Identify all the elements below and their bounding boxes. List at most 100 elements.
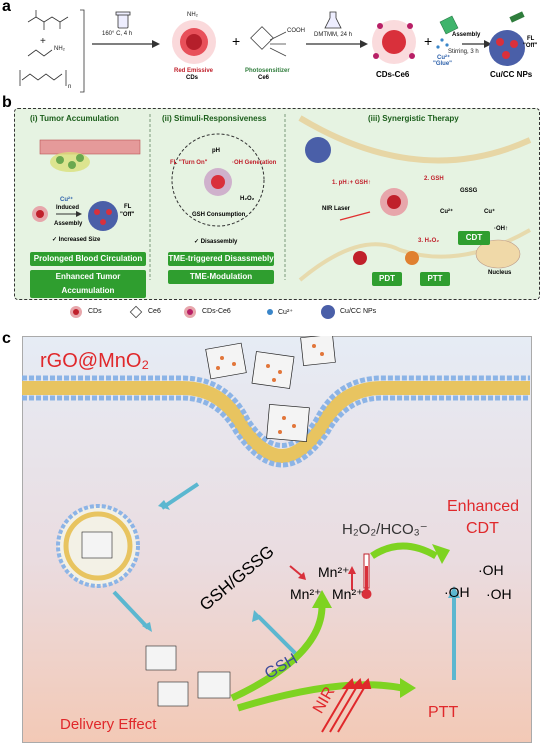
- cdt-label: CDT: [466, 520, 499, 537]
- h2o2-hco3-label: H₂O₂/HCO₃⁻: [342, 521, 428, 538]
- blood-vessel: [39, 139, 141, 172]
- panel-a-label: a: [2, 0, 11, 15]
- cds-ce6-name: CDs-Ce6: [376, 70, 410, 79]
- cu-cc-np-large-icon: [88, 201, 118, 231]
- box-prolonged-circulation: Prolonged Blood Circulation: [30, 252, 146, 266]
- free-rgo-sheets: [145, 645, 231, 707]
- fl-line1: FL: [527, 36, 535, 42]
- reagent-amine: NH₂: [54, 46, 65, 52]
- oh-label-3: ·OH: [486, 586, 512, 602]
- cds-nh2-label: NH₂: [187, 12, 198, 18]
- stimuli-h2o2: H₂O₂: [240, 196, 255, 202]
- box-enhanced-accumulation: Enhanced Tumor Accumulation: [30, 270, 146, 298]
- section-tumor-accumulation: (i) Tumor Accumulation: [30, 114, 119, 123]
- glue-line2: "Glue": [433, 61, 453, 67]
- green-arrows: [230, 542, 438, 712]
- cds-ce6-icon: [372, 20, 416, 64]
- ptt-label: PTT: [428, 704, 459, 721]
- therapy-step2: 2. GSH: [424, 176, 444, 182]
- therapy-cdt-box: CDT: [458, 231, 490, 245]
- amine-structure: [19, 49, 67, 86]
- stimuli-ph: pH: [212, 148, 220, 154]
- therapy-cu1: Cu⁺: [484, 209, 496, 215]
- stimuli-fl-turn-on: FL "Turn On": [170, 160, 208, 166]
- therapy-oh-up: ·OH↑: [494, 226, 508, 232]
- fl-off-1: FL: [124, 204, 132, 210]
- legend-cu-cc-nps: Cu/CC NPs: [340, 308, 377, 315]
- nucleus-shape: [475, 239, 521, 269]
- step1-condition: 160° C, 4 h: [102, 31, 133, 37]
- ce6-cooh-label: COOH: [287, 28, 305, 34]
- increased-size: ✓ Increased Size: [52, 237, 101, 243]
- cds-name-line2: CDs: [186, 75, 199, 81]
- panel-c-graphics: [22, 336, 530, 733]
- oh-label-1: ·OH: [478, 562, 504, 578]
- stimuli-cycle: [171, 133, 265, 227]
- therapy-cu2: Cu²⁺: [440, 209, 454, 215]
- therapy-nir-laser: NIR Laser: [322, 206, 351, 212]
- panel-c-title: rGO@MnO₂: [40, 350, 150, 372]
- mn2-label-a: Mn²⁺: [318, 564, 350, 580]
- legend-icons: [70, 305, 335, 319]
- therapy-ptt-box: PTT: [420, 272, 450, 286]
- mn2-label-c: Mn²⁺: [332, 586, 364, 602]
- green-arrowheads: [312, 544, 450, 698]
- therapy-step3: 3. H₂O₂: [418, 238, 440, 244]
- stimuli-oh-generation: ·OH Generation: [232, 160, 277, 166]
- therapy-pdt-box: PDT: [372, 272, 402, 286]
- cds-ce6-small-icon: [32, 206, 48, 222]
- nir-arrows: [321, 678, 372, 733]
- legend-cds: CDs: [88, 308, 102, 315]
- legend-cds-ce6: CDs-Ce6: [202, 308, 231, 315]
- pdt-icon: [353, 251, 367, 265]
- small-red-arrow: [289, 565, 306, 580]
- blue-arrowheads: [142, 500, 460, 632]
- cds-name-line1: Red Emissive: [174, 68, 214, 74]
- step3-line2: Stirring, 3 h: [448, 49, 479, 55]
- mno2-dots: [216, 344, 324, 434]
- lipid-bilayer: [22, 375, 530, 468]
- delivery-effect-label: Delivery Effect: [60, 716, 157, 733]
- box-tme-disassembly: TME-triggered Disassmebly: [168, 252, 274, 266]
- red-emissive-cds-icon: [172, 20, 216, 64]
- fl-line2: "Off": [523, 43, 538, 49]
- fl-off-2: "Off": [120, 212, 135, 218]
- svg-text:+: +: [232, 33, 240, 49]
- step2-condition: DMTMM, 24 h: [314, 32, 353, 38]
- flashlight-icon: [509, 11, 525, 23]
- step3-line1: Assembly: [452, 32, 481, 38]
- blue-arrows: [112, 482, 456, 680]
- mn2-label-b: Mn²⁺: [290, 586, 322, 602]
- section-synergistic-therapy: (iii) Synergistic Therapy: [368, 114, 459, 123]
- cu-induced-3: Assembly: [54, 221, 83, 227]
- panel-b-label: b: [2, 94, 12, 111]
- ptt-icon: [405, 251, 419, 265]
- cu-cc-nps-icon: [489, 30, 525, 66]
- section-stimuli-responsiveness: (ii) Stimuli-Responsiveness: [162, 114, 267, 123]
- up-arrow-icon: [348, 566, 356, 590]
- plus-sign: +: [40, 36, 46, 47]
- box-tme-modulation: TME-Modulation: [168, 270, 274, 284]
- legend-cu2: Cu²⁺: [278, 309, 293, 316]
- panel-b-graphics: [32, 114, 532, 319]
- ce6-molecule-icon: [250, 26, 287, 57]
- reagent-peg-n: n: [68, 84, 72, 90]
- flask-icon: [324, 11, 342, 29]
- therapy-gssg: GSSG: [460, 188, 478, 194]
- cu-induced-1: Cu²⁺: [60, 197, 74, 203]
- product-name: Cu/CC NPs: [490, 70, 533, 79]
- panel-a-scheme: + +: [19, 9, 525, 93]
- glue-line1: Cu²⁺: [437, 55, 451, 61]
- thermometer-icon: [361, 553, 372, 599]
- panel-c-label: c: [2, 330, 11, 347]
- legend-ce6: Ce6: [148, 308, 161, 315]
- stimuli-gsh-consumption: GSH Consumption: [192, 212, 246, 218]
- svg-text:+: +: [424, 33, 432, 49]
- endosome-vesicle: [56, 504, 140, 588]
- np-in-cell-icon: [305, 137, 408, 216]
- enhanced-label: Enhanced: [447, 498, 520, 515]
- ce6-name-line1: Photosensitizer: [245, 68, 290, 74]
- glue-bottle-icon: [436, 15, 459, 49]
- disassembly-check: ✓ Disassembly: [194, 239, 238, 245]
- oh-label-2: ·OH: [444, 584, 470, 600]
